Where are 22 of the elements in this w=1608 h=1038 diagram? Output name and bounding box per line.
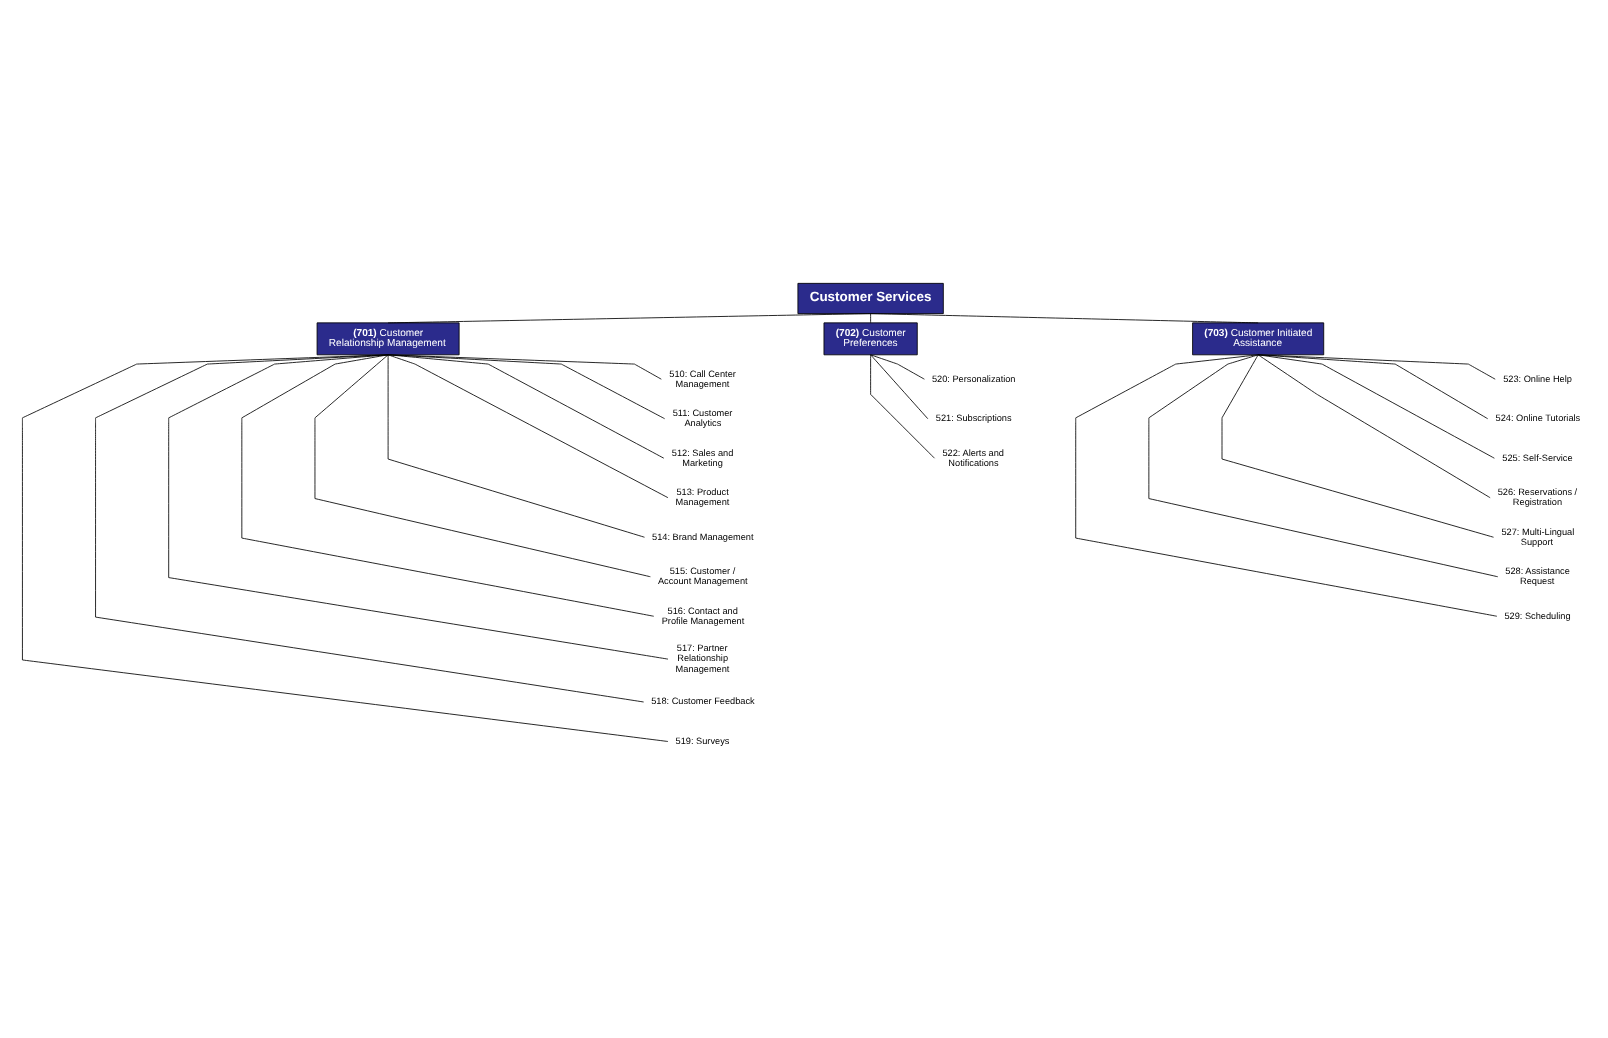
connector xyxy=(870,353,925,379)
connector xyxy=(387,353,665,458)
connector xyxy=(870,353,935,458)
connector xyxy=(22,353,669,741)
connector xyxy=(387,312,872,323)
connector xyxy=(387,353,645,537)
connector xyxy=(95,353,645,702)
connector xyxy=(241,353,655,616)
connector xyxy=(1257,353,1489,419)
connector xyxy=(1257,353,1491,498)
connector xyxy=(1148,353,1499,577)
connector xyxy=(1257,353,1495,458)
connector xyxy=(1257,353,1496,379)
connector xyxy=(870,353,929,419)
connector xyxy=(168,353,669,659)
connector xyxy=(1221,353,1494,537)
connector xyxy=(1075,353,1498,616)
connector xyxy=(314,353,651,577)
connector xyxy=(387,353,669,498)
connector xyxy=(387,353,666,419)
connector xyxy=(870,312,872,323)
connector xyxy=(870,312,1259,323)
